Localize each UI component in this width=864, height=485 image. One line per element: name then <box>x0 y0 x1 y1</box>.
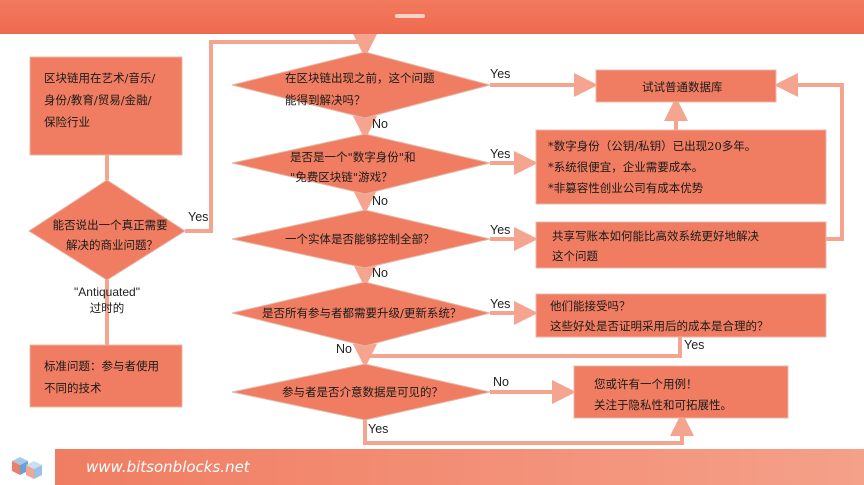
label-no-all-upgrade: No <box>336 342 352 356</box>
label-no-before-blockchain: No <box>372 117 388 131</box>
header-highlight <box>395 14 425 18</box>
box-digital-identity-text: *数字身份（公钥/私钥）已出现20多年。 *系统很便宜，企业需要成本。 *非篡容… <box>548 139 760 195</box>
box-industries-text: 区块链用在艺术/音乐/ 身份/教育/贸易/金融/ 保险行业 <box>44 71 159 129</box>
footer-band <box>55 449 864 485</box>
decision-data-visible <box>231 363 491 421</box>
box-try-database-text: 试试普通数据库 <box>642 80 723 94</box>
blocks-logo-icon <box>12 457 42 479</box>
box-shared-ledger <box>535 221 827 269</box>
box-use-case-text: 您或许有一个用例！ 关注于隐私性和可拓展性。 <box>594 377 732 412</box>
label-yes-all-upgrade: Yes <box>490 297 510 311</box>
decision-digital-identity-text: 是否是一个"数字身份"和 "免费区块链"游戏？ <box>290 150 419 184</box>
decision-data-visible-text: 参与者是否介意数据是可见的？ <box>282 385 443 399</box>
footer: www.bitsonblocks.net <box>0 449 864 485</box>
header-bar <box>0 0 864 34</box>
box-standard-problem-text: 标准问题：参与者使用 不同的技术 <box>44 359 163 395</box>
decision-before-blockchain-text: 在区块链出现之前，这个问题 能得到解决吗？ <box>285 71 438 107</box>
label-yes-digital-identity: Yes <box>490 147 510 161</box>
edge-sharedledger-to-db <box>774 73 844 241</box>
outdated-label: 过时的 <box>90 301 125 315</box>
box-industries <box>29 56 183 156</box>
label-yes-one-entity: Yes <box>490 223 510 237</box>
box-shared-ledger-text: 共享写账本如何能比高效系统更好地解决 这个问题 <box>552 229 763 263</box>
label-yes-before-blockchain: Yes <box>490 67 510 81</box>
decision-all-upgrade-text: 是否所有参与者都需要升级/更新系统？ <box>262 306 461 320</box>
edge-accept-yes <box>365 337 682 358</box>
label-yes-acceptance: Yes <box>684 338 704 352</box>
antiquated-label: "Antiquated" <box>74 285 140 299</box>
box-try-database <box>595 69 777 103</box>
box-use-case <box>573 365 789 419</box>
box-standard-problem <box>29 344 183 408</box>
decision-one-entity-text: 一个实体是否能够控制全部？ <box>285 232 435 246</box>
decision-digital-identity <box>231 133 491 195</box>
label-yes-real-problem: Yes <box>188 210 208 224</box>
label-no-data-visible: No <box>493 375 509 389</box>
footer-url: www.bitsonblocks.net <box>86 458 250 476</box>
decision-one-entity <box>231 209 491 269</box>
edge-yes-to-top <box>185 34 377 233</box>
box-digital-identity <box>535 129 827 205</box>
decision-all-upgrade <box>231 281 491 347</box>
connectors <box>105 34 844 445</box>
label-no-one-entity: No <box>372 266 388 280</box>
box-acceptance-text: 他们能接受吗？ 这些好处是否证明采用后的成本是合理的？ <box>550 299 769 333</box>
box-acceptance <box>535 293 827 338</box>
decision-before-blockchain <box>231 51 492 119</box>
label-no-digital-identity: No <box>372 194 388 208</box>
edge-d5-yes <box>363 412 694 445</box>
decision-real-problem-text: 能否说出一个真正需要 解决的商业问题？ <box>53 218 172 252</box>
label-yes-data-visible: Yes <box>368 422 388 436</box>
decision-real-problem <box>28 179 186 281</box>
